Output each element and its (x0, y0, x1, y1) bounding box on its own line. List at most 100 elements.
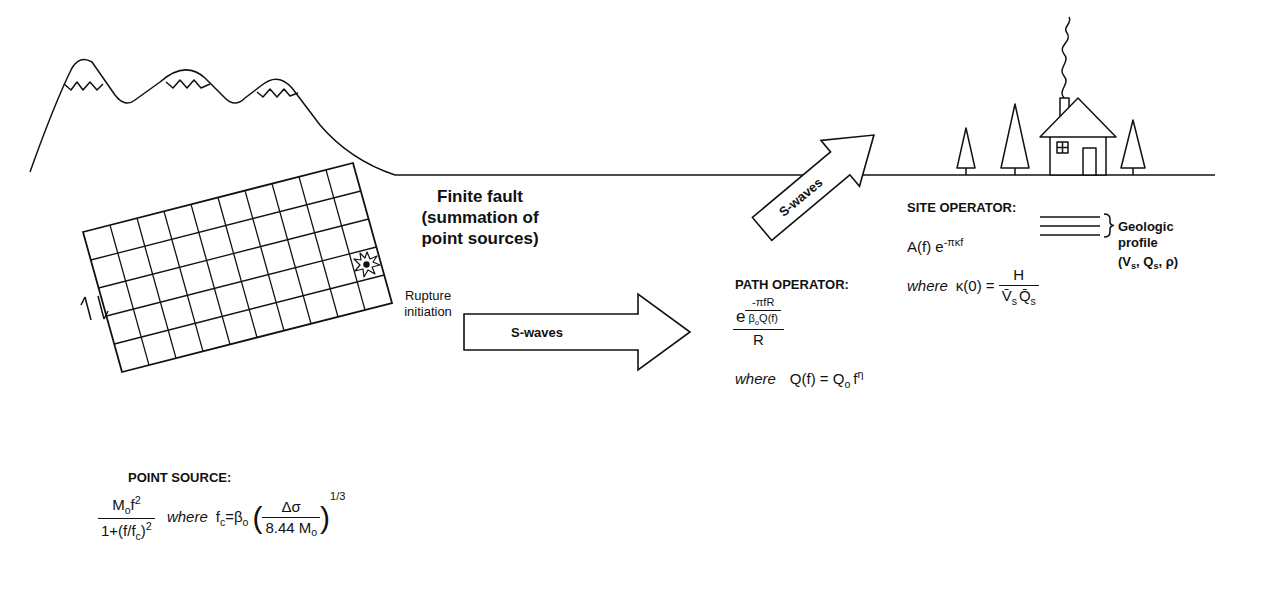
formula-term: where (735, 370, 776, 387)
formula-term: Q(f) = Q (790, 370, 845, 387)
formula-term: M (112, 496, 125, 513)
house-part (1083, 148, 1096, 175)
mountains (30, 60, 395, 175)
fault-grid-part (99, 219, 369, 288)
geologic-layers-part (1040, 234, 1100, 236)
slip-arrows-part (81, 297, 85, 305)
mountains-part (166, 80, 210, 88)
formula-term: β (748, 312, 754, 324)
geologic-layers-part (1040, 225, 1100, 227)
house-part (1057, 147, 1068, 149)
fault-grid-part (114, 275, 384, 344)
formula-term: Q(f) (759, 312, 778, 324)
arrow-label: S-waves (776, 174, 826, 219)
formula-term: where (167, 508, 208, 525)
numerator: e-πfRβoQ(f) (733, 296, 784, 330)
denominator: 8.44 Mo (262, 518, 320, 539)
formula-term: s (1031, 295, 1036, 307)
formula-term: 2 (135, 494, 141, 506)
mountains-part (257, 89, 298, 97)
formula-term: (V (1118, 254, 1131, 269)
mountains-part (64, 82, 103, 90)
formula-term: ) (320, 501, 330, 534)
formula-term: κ(0) = (956, 277, 995, 294)
geologic-layers (1040, 214, 1114, 237)
rupture-label: Rupture initiation (396, 288, 460, 320)
trees-part (1132, 168, 1134, 175)
formula-term: c (220, 516, 225, 528)
arrow-text-box: S-waves (462, 314, 612, 350)
operator-heading: SITE OPERATOR: (907, 200, 1016, 215)
formula-term: ) (141, 522, 146, 539)
wave-arrow: S-waves (462, 292, 692, 372)
site-operator-formula: A(f) e-πκf (907, 236, 963, 256)
formula-term: s (1012, 295, 1017, 307)
formula-term: V̄ (1002, 287, 1012, 304)
arrow-shape (464, 294, 690, 370)
profile-label: Geologic profile (1118, 219, 1198, 251)
formula-term: f (853, 370, 857, 387)
numerator: -πfR (745, 296, 781, 311)
profile-parameters: (Vs, Qs, ρ) (1118, 254, 1178, 272)
formula-term: f (216, 508, 220, 525)
formula-term: e (736, 307, 745, 326)
fraction: Mof21+(f/fc)2 (98, 494, 155, 542)
formula-term: where (907, 277, 948, 294)
path-operator-formula: e-πfRβoQ(f)R (733, 296, 784, 349)
path-q-formula: whereQ(f) = Qofη (735, 368, 863, 391)
rupture-star (354, 252, 380, 277)
formula-term: s (1153, 261, 1158, 271)
arrow-label: S-waves (511, 325, 563, 340)
mountains-part (30, 60, 395, 175)
geologic-layers-part (1040, 216, 1100, 218)
denominator: R (733, 330, 784, 349)
numerator: Mof2 (98, 494, 155, 519)
fraction: -πfRβoQ(f) (745, 296, 781, 327)
formula-term: 1/3 (330, 490, 345, 502)
numerator: H (999, 266, 1039, 286)
trees-part (1001, 104, 1029, 168)
formula-term: A(f) e (907, 238, 944, 255)
arrow-outline (462, 292, 692, 372)
formula-term: o (125, 504, 131, 516)
slip-arrows (81, 296, 108, 320)
house-part (1062, 17, 1070, 98)
arrow-shape (743, 112, 893, 252)
fraction: e-πfRβoQ(f)R (733, 296, 784, 349)
rupture-star-part (354, 252, 380, 277)
house-part (1040, 98, 1116, 137)
formula-term: c (136, 530, 141, 542)
house-part (1050, 132, 1106, 175)
trees-part (965, 168, 967, 175)
trees (957, 104, 1145, 175)
point-source-formula: Mof21+(f/fc)2wherefc=βo(Δσ8.44 Mo)1/3 (98, 494, 345, 542)
formula-term: 1+(f/f (101, 522, 136, 539)
house-part (1057, 142, 1068, 153)
fault-grid (83, 163, 392, 372)
trees-part (1121, 120, 1145, 168)
fraction: Δσ8.44 Mo (262, 498, 320, 539)
formula-term: o (243, 516, 249, 528)
fault-caption: Finite fault (summation of point sources… (404, 186, 556, 249)
denominator: V̄sQ̄s (999, 286, 1039, 307)
formula-term: H (1013, 266, 1024, 283)
denominator: 1+(f/fc)2 (98, 519, 155, 543)
formula-term: 2 (146, 520, 152, 532)
fault-grid-part (83, 163, 392, 372)
formula-term: , ρ) (1158, 254, 1178, 269)
formula-term: o (755, 318, 759, 327)
wave-arrow: S-waves (740, 109, 896, 254)
fault-grid-part (106, 247, 376, 316)
arrow-text-box: S-waves (751, 152, 850, 242)
formula-term: R (753, 331, 764, 348)
numerator: Δσ (262, 498, 320, 518)
fault-grid-part (91, 191, 361, 260)
formula-term: =β (225, 508, 242, 525)
kappa-formula: whereκ(0) =HV̄sQ̄s (907, 266, 1039, 307)
formula-term: Q̄ (1019, 287, 1031, 304)
formula-term: -πκf (944, 236, 963, 248)
formula-term: ( (252, 501, 262, 534)
trees-part (957, 128, 975, 168)
slip-arrows-part (85, 297, 91, 320)
